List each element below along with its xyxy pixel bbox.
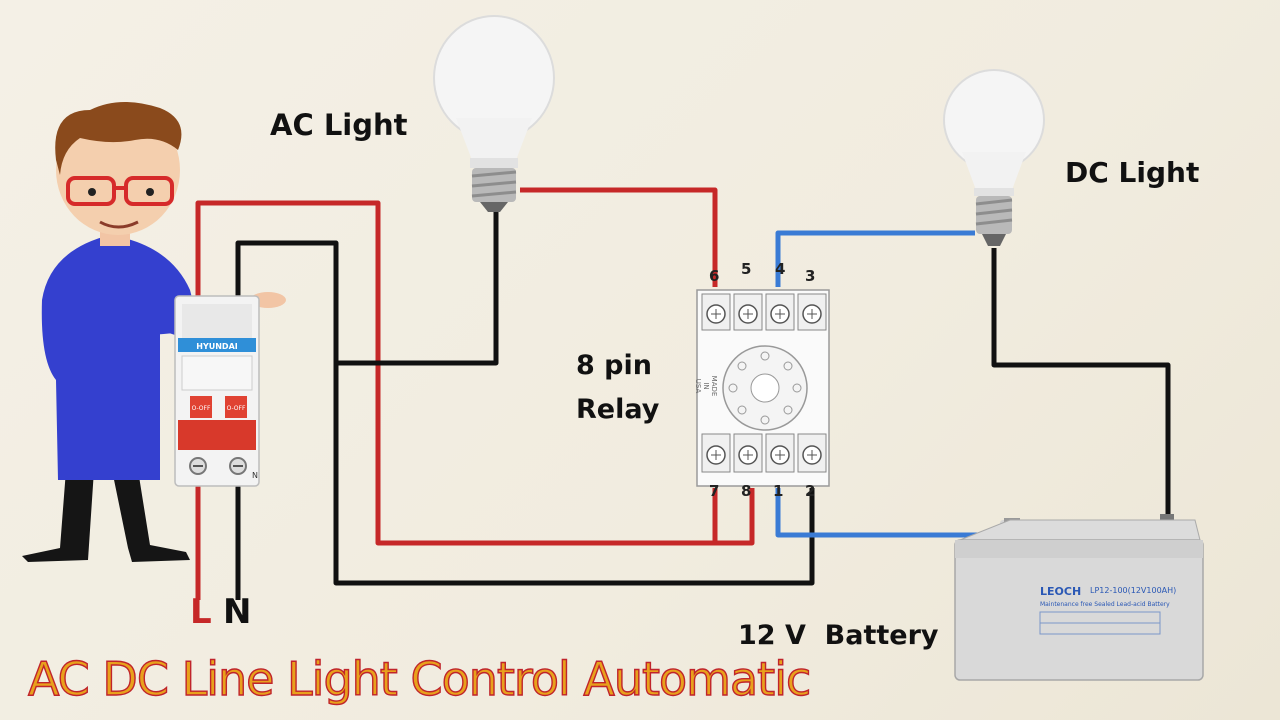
relay-pin-bottom-4: 2 (805, 482, 816, 500)
wire-pin1-to-battery (775, 488, 1010, 538)
wire-pin8-link (715, 488, 755, 546)
relay-pin-top-3: 4 (775, 260, 786, 278)
battery-type: Maintenance free Sealed Lead-acid Batter… (1040, 601, 1170, 608)
dc-light-label: DC Light (1065, 156, 1200, 189)
battery-brand: LEOCH (1040, 585, 1081, 598)
ac-light-bulb (433, 15, 555, 212)
video-title: AC DC Line Light Control Automatic (27, 651, 812, 706)
wire-pin4-to-dc-light (775, 230, 975, 287)
breaker-terminal-label: N (252, 471, 258, 480)
relay-pin-bottom-3: 1 (773, 482, 784, 500)
neutral-label: N (223, 592, 252, 632)
relay-pin-top-1: 6 (709, 267, 720, 285)
relay-base-usa: USA (694, 379, 702, 394)
live-label: L (190, 592, 212, 632)
relay-pin-bottom-1: 7 (709, 482, 720, 500)
battery-label: 12 V Battery (738, 620, 939, 651)
battery-model: LP12-100(12V100AH) (1090, 586, 1176, 595)
relay-base: MADE IN USA (694, 289, 830, 487)
relay-base-made: MADE (710, 376, 718, 397)
battery-12v: LEOCH LP12-100(12V100AH) Maintenance fre… (954, 514, 1204, 681)
relay-label-line2: Relay (576, 394, 660, 425)
relay-pin-top-4: 3 (805, 267, 816, 285)
wire-neutral-to-ac-light (336, 210, 499, 366)
wire-live-to-pin7 (195, 200, 718, 546)
relay-top-terminals (701, 293, 827, 331)
dc-light-bulb (943, 69, 1045, 246)
wires (195, 187, 1171, 600)
breaker-switch-left: O-OFF (192, 405, 211, 412)
relay-label-line1: 8 pin (576, 350, 652, 381)
ac-light-label: AC Light (270, 108, 408, 142)
relay-base-in: IN (702, 382, 710, 389)
wire-ac-light-to-pin6 (520, 187, 718, 287)
breaker-switch-right: O-OFF (227, 405, 246, 412)
relay-pin-top-2: 5 (741, 260, 752, 278)
breaker-brand: HYUNDAI (196, 342, 238, 351)
relay-pin-bottom-2: 8 (741, 482, 752, 500)
wire-dc-light-to-battery (991, 248, 1171, 520)
wire-neutral-to-pin2 (235, 240, 815, 586)
circuit-breaker: HYUNDAI O-OFF O-OFF N (174, 295, 260, 487)
relay-bottom-terminals (701, 433, 827, 473)
